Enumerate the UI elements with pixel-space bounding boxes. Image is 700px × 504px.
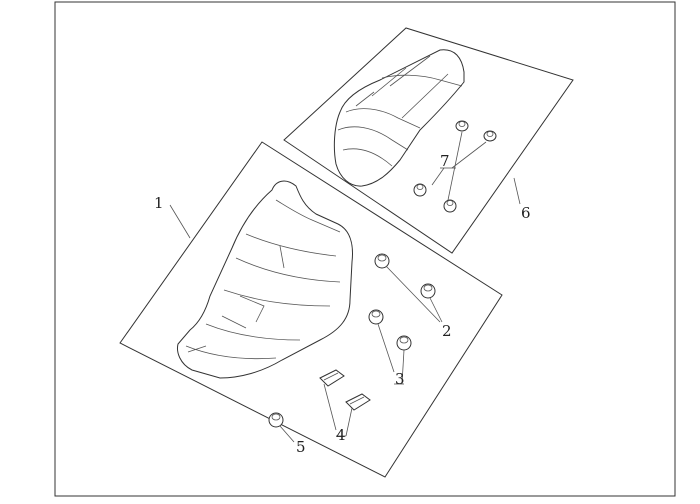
nut-7-top-left xyxy=(455,120,469,132)
callout-1: 1 xyxy=(154,194,164,212)
leader-1 xyxy=(169,204,191,239)
diagram-border xyxy=(54,1,676,497)
nut-7-top-right xyxy=(483,130,497,142)
leader-5 xyxy=(279,425,295,443)
clip-4-lower xyxy=(345,393,371,411)
leader-4b xyxy=(345,407,353,437)
leader-2a xyxy=(385,265,441,323)
rear-seat-panel xyxy=(283,27,574,254)
nut-7-bottom-left xyxy=(413,183,427,197)
leader-6 xyxy=(513,177,521,205)
grommet-2-lower xyxy=(420,283,436,299)
leader-2b xyxy=(429,297,443,323)
rear-seat xyxy=(333,49,465,187)
callout-6: 6 xyxy=(521,204,531,222)
callout-4: 4 xyxy=(336,426,346,444)
front-seat-panel xyxy=(119,141,503,478)
clip-4-upper xyxy=(319,369,345,387)
leader-4a xyxy=(323,383,337,431)
nut-5 xyxy=(268,412,284,428)
leader-7a xyxy=(431,167,445,186)
leader-3a xyxy=(377,323,395,373)
leader-3b xyxy=(401,349,405,385)
leader-7c xyxy=(451,141,487,169)
callout-7: 7 xyxy=(440,152,450,170)
bushing-3-lower xyxy=(396,335,412,351)
callout-3: 3 xyxy=(395,370,405,388)
front-seat xyxy=(177,180,353,379)
nut-7-bottom-right xyxy=(443,199,457,213)
grommet-2-upper xyxy=(374,253,390,269)
callout-2: 2 xyxy=(442,322,452,340)
leader-lines xyxy=(169,131,521,443)
bushing-3-upper xyxy=(368,309,384,325)
callout-5: 5 xyxy=(296,438,306,456)
